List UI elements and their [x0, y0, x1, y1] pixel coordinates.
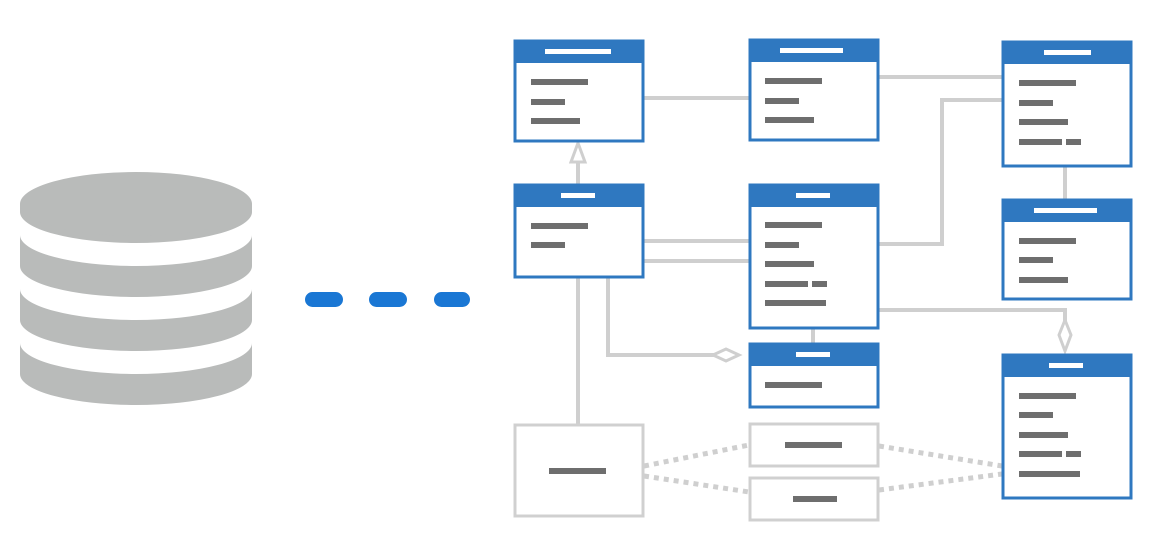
field-bar — [1019, 238, 1076, 244]
field-bar — [531, 118, 580, 124]
field-bar — [765, 281, 808, 287]
field-bar — [531, 79, 588, 85]
field-bar — [765, 300, 826, 306]
field-bar — [1019, 80, 1076, 86]
field-bar — [765, 98, 799, 104]
field-bar — [531, 223, 588, 229]
entity-5 — [748, 183, 880, 330]
dotted-connectors — [643, 442, 1003, 495]
entity-header-bar — [561, 193, 595, 198]
field-bar — [1019, 451, 1062, 457]
entity-header-bar — [780, 48, 843, 53]
aggregation-diamond-2 — [1057, 315, 1073, 356]
field-bar — [531, 242, 565, 248]
entity-1 — [513, 39, 645, 143]
entity-3 — [1001, 40, 1133, 168]
field-bar — [1019, 471, 1080, 477]
field-bar — [765, 117, 814, 123]
field-bar — [1019, 412, 1053, 418]
aggregation-diamond-1 — [709, 347, 743, 363]
field-bar — [812, 281, 827, 287]
field-bar — [1019, 277, 1068, 283]
database-icon — [20, 172, 252, 405]
field-bar — [1019, 100, 1053, 106]
relation-5-8 — [879, 308, 1067, 322]
relation-5-3 — [879, 98, 1002, 246]
field-bar — [793, 496, 837, 502]
entity-8 — [1001, 353, 1133, 500]
field-bar — [785, 442, 842, 448]
inheritance-arrow — [568, 138, 588, 164]
ghost-entity-3 — [748, 476, 880, 522]
entity-header-bar — [796, 193, 830, 198]
entity-header-bar — [545, 49, 611, 54]
relation-4-7 — [606, 278, 716, 357]
field-bar — [549, 468, 606, 474]
dot-1 — [305, 292, 343, 307]
ghost-entity-2 — [748, 422, 880, 468]
entity-header-bar — [1049, 363, 1083, 368]
entity-header-bar — [1044, 50, 1091, 55]
ellipsis-dots — [305, 292, 470, 307]
dot-2 — [369, 292, 407, 307]
field-bar — [1019, 393, 1076, 399]
field-bar — [1019, 432, 1068, 438]
entity-header-bar — [1034, 208, 1097, 213]
field-bar — [1066, 139, 1081, 145]
field-bar — [1019, 119, 1068, 125]
field-bar — [1019, 139, 1062, 145]
dot-3 — [434, 292, 470, 307]
entity-header-bar — [796, 352, 830, 357]
field-bar — [765, 78, 822, 84]
ghost-entity-1 — [513, 423, 645, 518]
field-bar — [531, 99, 565, 105]
field-bar — [1066, 451, 1081, 457]
field-bar — [765, 261, 814, 267]
field-bar — [765, 382, 822, 388]
entity-2 — [748, 38, 880, 142]
entity-7 — [748, 342, 880, 409]
field-bar — [1019, 257, 1053, 263]
entity-4 — [513, 183, 645, 279]
field-bar — [765, 242, 799, 248]
field-bar — [765, 222, 822, 228]
entity-6 — [1001, 198, 1133, 301]
